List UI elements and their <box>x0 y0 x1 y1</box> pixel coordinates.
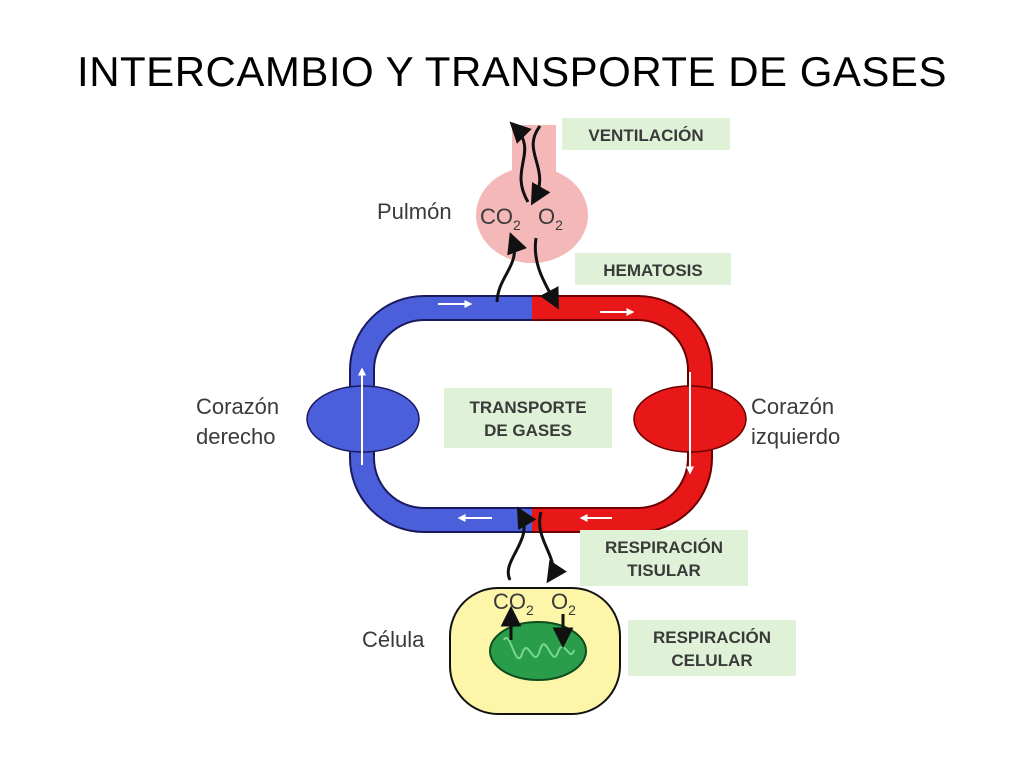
gas-flow-arrows <box>495 121 567 584</box>
label-transporte-de-gases: TRANSPORTE DE GASES <box>444 388 612 448</box>
svg-text:CO2: CO2 <box>493 589 534 618</box>
corazon-izquierdo-label-2: izquierdo <box>751 424 840 449</box>
svg-text:DE GASES: DE GASES <box>484 421 572 440</box>
mitochondria <box>489 621 587 681</box>
svg-text:VENTILACIÓN: VENTILACIÓN <box>588 126 703 145</box>
svg-text:RESPIRACIÓN: RESPIRACIÓN <box>653 628 771 647</box>
corazon-izquierdo-label-1: Corazón <box>751 394 834 419</box>
pulmon-label: Pulmón <box>377 199 452 224</box>
cell-gases: CO2 O2 <box>493 589 576 618</box>
label-ventilacion: VENTILACIÓN <box>562 118 730 150</box>
label-hematosis: HEMATOSIS <box>575 253 731 285</box>
svg-text:O2: O2 <box>538 204 563 233</box>
cell <box>449 587 621 715</box>
lung-gases: CO2 O2 <box>480 204 563 233</box>
corazon-derecho-label-2: derecho <box>196 424 276 449</box>
celula-label: Célula <box>362 627 425 652</box>
svg-text:TISULAR: TISULAR <box>627 561 701 580</box>
svg-text:O2: O2 <box>551 589 576 618</box>
svg-text:RESPIRACIÓN: RESPIRACIÓN <box>605 538 723 557</box>
svg-text:CELULAR: CELULAR <box>671 651 752 670</box>
label-respiracion-tisular: RESPIRACIÓN TISULAR <box>580 530 748 586</box>
corazon-derecho-label-1: Corazón <box>196 394 279 419</box>
svg-text:CO2: CO2 <box>480 204 521 233</box>
page-title: INTERCAMBIO Y TRANSPORTE DE GASES <box>77 48 947 95</box>
svg-text:HEMATOSIS: HEMATOSIS <box>603 261 703 280</box>
label-respiracion-celular: RESPIRACIÓN CELULAR <box>628 620 796 676</box>
svg-text:TRANSPORTE: TRANSPORTE <box>469 398 586 417</box>
